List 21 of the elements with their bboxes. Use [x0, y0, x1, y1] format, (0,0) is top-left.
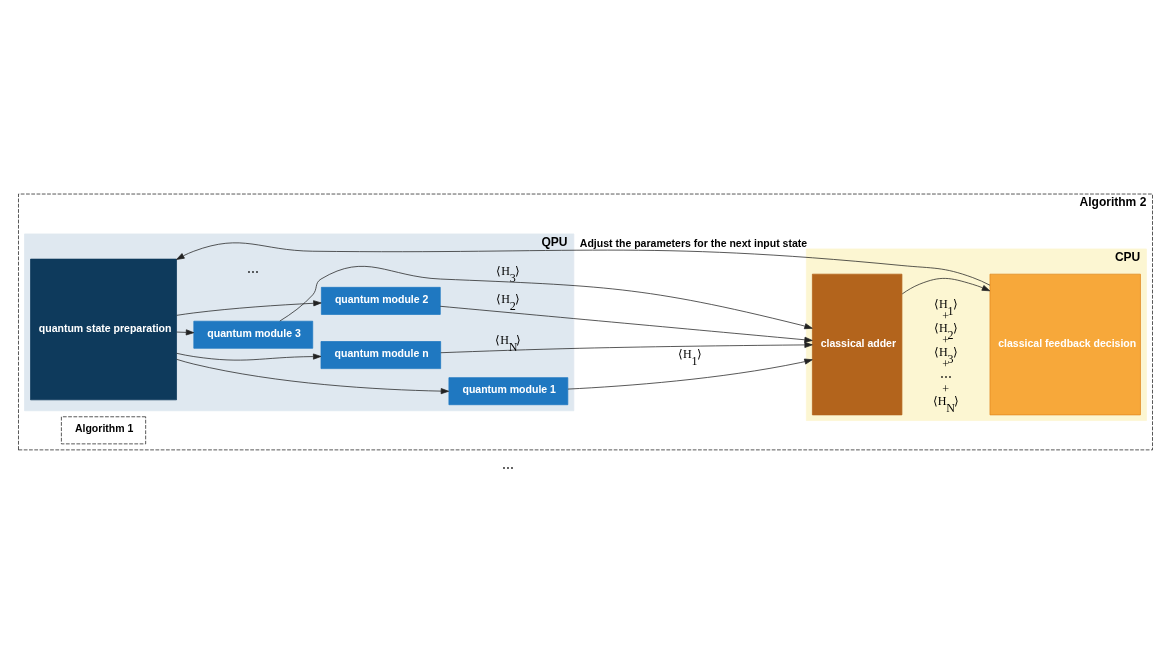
node-box: Algorithm 1	[61, 416, 147, 445]
label: ⋯	[502, 461, 515, 476]
arrow	[440, 341, 813, 354]
arrow	[176, 352, 322, 361]
arrow	[439, 305, 813, 343]
edge-label: Adjust the parameters for the next input state	[579, 236, 808, 249]
arrow	[279, 265, 813, 330]
node-box: classical adder	[812, 273, 903, 416]
arrow	[176, 329, 195, 336]
arrow	[176, 242, 991, 286]
node-box: quantum module n	[320, 341, 441, 369]
arrow	[901, 278, 991, 295]
node-box: quantum state preparation	[30, 258, 177, 401]
node-box: quantum module 3	[193, 320, 314, 349]
node-box: classical feedback decision	[989, 273, 1141, 416]
label: ⋯	[247, 264, 260, 279]
arrow	[567, 358, 813, 390]
arrow	[176, 300, 322, 316]
node-box: quantum module 1	[448, 377, 569, 406]
arrow	[176, 358, 450, 395]
node-box: quantum module 2	[321, 286, 441, 315]
